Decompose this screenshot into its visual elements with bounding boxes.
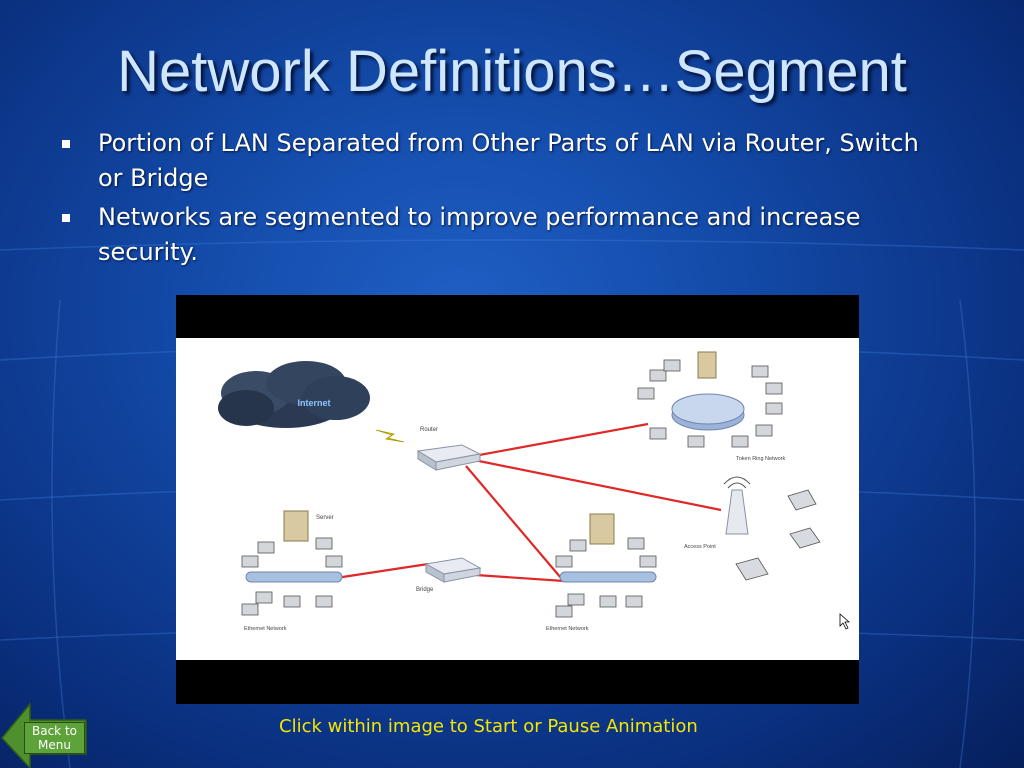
- back-to-menu-button[interactable]: Back to Menu: [0, 702, 90, 768]
- server-icon: [589, 513, 615, 545]
- bullet-text: Portion of LAN Separated from Other Part…: [98, 129, 919, 192]
- server-icon: [283, 510, 309, 542]
- back-to-menu-label: Back to Menu: [24, 722, 85, 754]
- network-diagram[interactable]: Internet Router Token Ring Network: [176, 338, 859, 660]
- token-ring-network: Token Ring Network: [637, 351, 785, 462]
- bridge-icon: Bridge: [416, 557, 482, 593]
- bullet-text: Networks are segmented to improve perfor…: [98, 203, 861, 266]
- bullet-item: Portion of LAN Separated from Other Part…: [60, 126, 920, 196]
- animation-player[interactable]: Internet Router Token Ring Network: [176, 295, 859, 704]
- lightning-icon: [375, 429, 405, 443]
- internet-label: Internet: [297, 398, 330, 408]
- bullet-list: Portion of LAN Separated from Other Part…: [60, 126, 920, 274]
- router-icon: Router: [416, 427, 482, 471]
- server-label: Server: [316, 515, 334, 521]
- ethernet-right-label: Ethernet Network: [546, 626, 589, 632]
- network-links: [335, 422, 722, 583]
- internet-cloud-icon: Internet: [218, 361, 370, 428]
- animation-instruction: Click within image to Start or Pause Ani…: [279, 716, 698, 737]
- bullet-square-icon: [62, 214, 70, 222]
- slide-title: Network Definitions…Segment: [117, 39, 907, 104]
- token-ring-label: Token Ring Network: [736, 456, 785, 462]
- bullet-square-icon: [62, 140, 70, 148]
- ethernet-network-right: Ethernet Network: [546, 513, 657, 632]
- router-label: Router: [420, 427, 438, 433]
- server-icon: [697, 351, 717, 379]
- access-point-icon: Access Point: [684, 476, 751, 550]
- mouse-cursor-icon: [839, 613, 851, 630]
- laptop-icons: [735, 489, 821, 581]
- ethernet-left-label: Ethernet Network: [244, 626, 287, 632]
- bridge-label: Bridge: [416, 587, 434, 593]
- ethernet-network-left: Server Ethernet Network: [241, 510, 343, 632]
- bullet-item: Networks are segmented to improve perfor…: [60, 200, 920, 270]
- access-point-label: Access Point: [684, 544, 716, 550]
